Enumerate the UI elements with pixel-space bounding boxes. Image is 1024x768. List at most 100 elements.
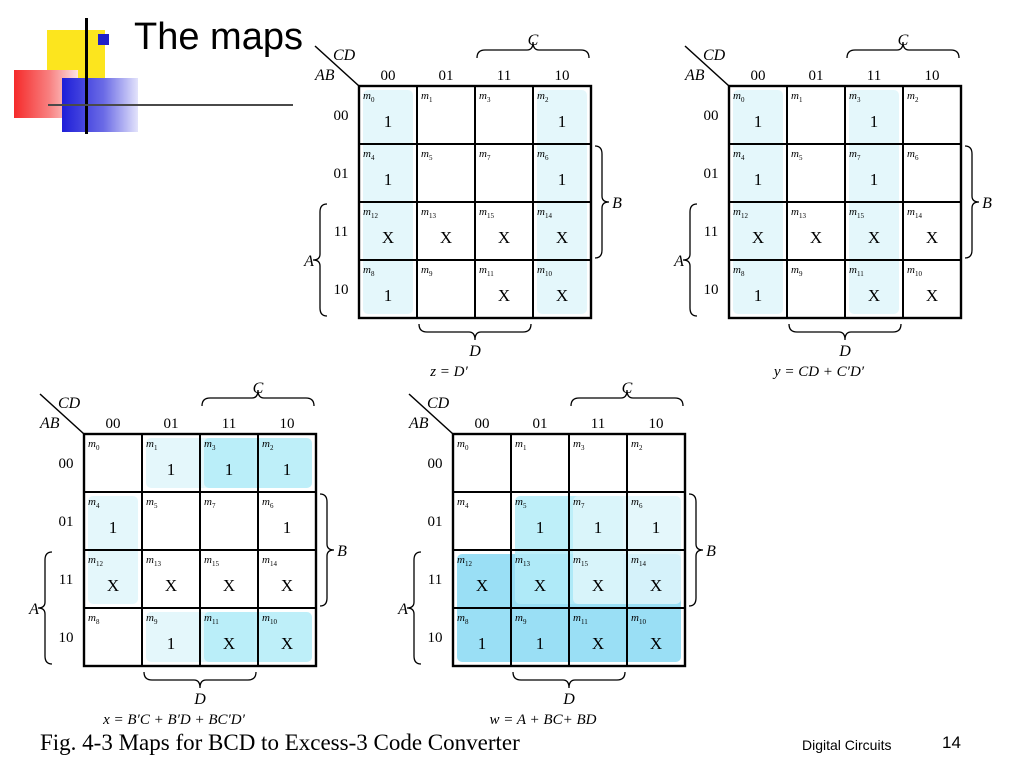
- minterm-index: 9: [429, 270, 433, 278]
- minterm-label: m3: [849, 90, 861, 104]
- minterm-index: 5: [429, 154, 433, 162]
- minterm-index: 14: [270, 560, 278, 568]
- cell-value: X: [382, 228, 394, 247]
- minterm-index: 8: [465, 618, 469, 626]
- minterm-index: 15: [487, 212, 495, 220]
- cell-value: 1: [594, 518, 603, 537]
- corner-row-vars: AB: [408, 415, 429, 432]
- cell-value: X: [165, 576, 177, 595]
- cell-value: 1: [384, 170, 393, 189]
- brace-label-b: B: [337, 543, 347, 560]
- corner-col-vars: CD: [58, 395, 81, 412]
- brace-c: [201, 389, 315, 407]
- corner-diagonal: [408, 393, 454, 435]
- corner-diagonal: [684, 45, 730, 87]
- minterm-index: 15: [857, 212, 865, 220]
- cell-value: X: [476, 576, 488, 595]
- minterm-index: 7: [212, 502, 216, 510]
- brace-b: [594, 145, 610, 259]
- minterm-label: m7: [204, 496, 216, 510]
- cell-value: X: [650, 576, 662, 595]
- brace-label-d: D: [193, 691, 206, 708]
- brace-label-b: B: [982, 195, 992, 212]
- minterm-index: 0: [465, 444, 469, 452]
- brace-a: [406, 551, 422, 665]
- figure-caption: Fig. 4-3 Maps for BCD to Excess-3 Code C…: [40, 730, 520, 755]
- cell-value: 1: [754, 170, 763, 189]
- brace-label-d: D: [562, 691, 575, 708]
- minterm-index: 12: [741, 212, 749, 220]
- minterm-index: 0: [371, 96, 375, 104]
- minterm-index: 2: [270, 444, 274, 452]
- cell-value: 1: [536, 634, 545, 653]
- brace-c: [476, 41, 590, 59]
- minterm-index: 6: [545, 154, 549, 162]
- minterm-index: 5: [154, 502, 158, 510]
- minterm-index: 14: [915, 212, 923, 220]
- minterm-label: m0: [88, 438, 100, 452]
- cell-value: 1: [870, 170, 879, 189]
- minterm-index: 11: [212, 618, 219, 626]
- minterm-index: 6: [639, 502, 643, 510]
- minterm-index: 12: [465, 560, 473, 568]
- row-code: 01: [704, 166, 719, 182]
- row-code: 10: [59, 630, 74, 646]
- minterm-label: m5: [515, 496, 527, 510]
- brace-label-a: A: [673, 253, 684, 270]
- cell-value: X: [810, 228, 822, 247]
- cell-value: X: [534, 576, 546, 595]
- minterm-index: 6: [915, 154, 919, 162]
- minterm-index: 1: [429, 96, 433, 104]
- minterm-index: 10: [915, 270, 923, 278]
- minterm-index: 9: [799, 270, 803, 278]
- minterm-label: m2: [262, 438, 274, 452]
- brace-d: [143, 671, 257, 689]
- cell-value: X: [868, 228, 880, 247]
- minterm-index: 11: [487, 270, 494, 278]
- col-code: 00: [381, 68, 396, 84]
- minterm-label: m1: [421, 90, 433, 104]
- cell-value: 1: [558, 170, 567, 189]
- minterm-index: 14: [639, 560, 647, 568]
- minterm-label: m4: [363, 148, 375, 162]
- minterm-label: m9: [146, 612, 158, 626]
- col-code: 11: [497, 68, 511, 84]
- minterm-label: m6: [262, 496, 274, 510]
- minterm-index: 1: [154, 444, 158, 452]
- minterm-index: 15: [212, 560, 220, 568]
- row-code: 00: [334, 108, 349, 124]
- minterm-label: m9: [421, 264, 433, 278]
- cell-value: X: [868, 286, 880, 305]
- cell-value: 1: [478, 634, 487, 653]
- expression-y: y = CD + C′D′: [772, 364, 865, 380]
- minterm-label: m0: [457, 438, 469, 452]
- minterm-index: 10: [545, 270, 553, 278]
- col-code: 11: [222, 416, 236, 432]
- cell-value: X: [107, 576, 119, 595]
- minterm-index: 5: [799, 154, 803, 162]
- brace-label-a: A: [303, 253, 314, 270]
- brace-label-a: A: [28, 601, 39, 618]
- row-code: 00: [704, 108, 719, 124]
- row-code: 10: [428, 630, 443, 646]
- cell-value: X: [498, 286, 510, 305]
- brace-b: [964, 145, 980, 259]
- minterm-label: m6: [537, 148, 549, 162]
- corner-row-vars: AB: [314, 67, 335, 84]
- minterm-label: m9: [515, 612, 527, 626]
- minterm-label: m5: [791, 148, 803, 162]
- slide-title: The maps: [134, 16, 303, 58]
- minterm-index: 0: [741, 96, 745, 104]
- minterm-label: m1: [146, 438, 158, 452]
- minterm-label: m10: [907, 264, 922, 278]
- minterm-index: 8: [371, 270, 375, 278]
- minterm-label: m6: [631, 496, 643, 510]
- corner-col-vars: CD: [703, 47, 726, 64]
- cell-value: 1: [167, 634, 176, 653]
- expression-x: x = B′C + B′D + BC′D′: [102, 712, 246, 728]
- minterm-index: 4: [465, 502, 469, 510]
- corner-diagonal: [314, 45, 360, 87]
